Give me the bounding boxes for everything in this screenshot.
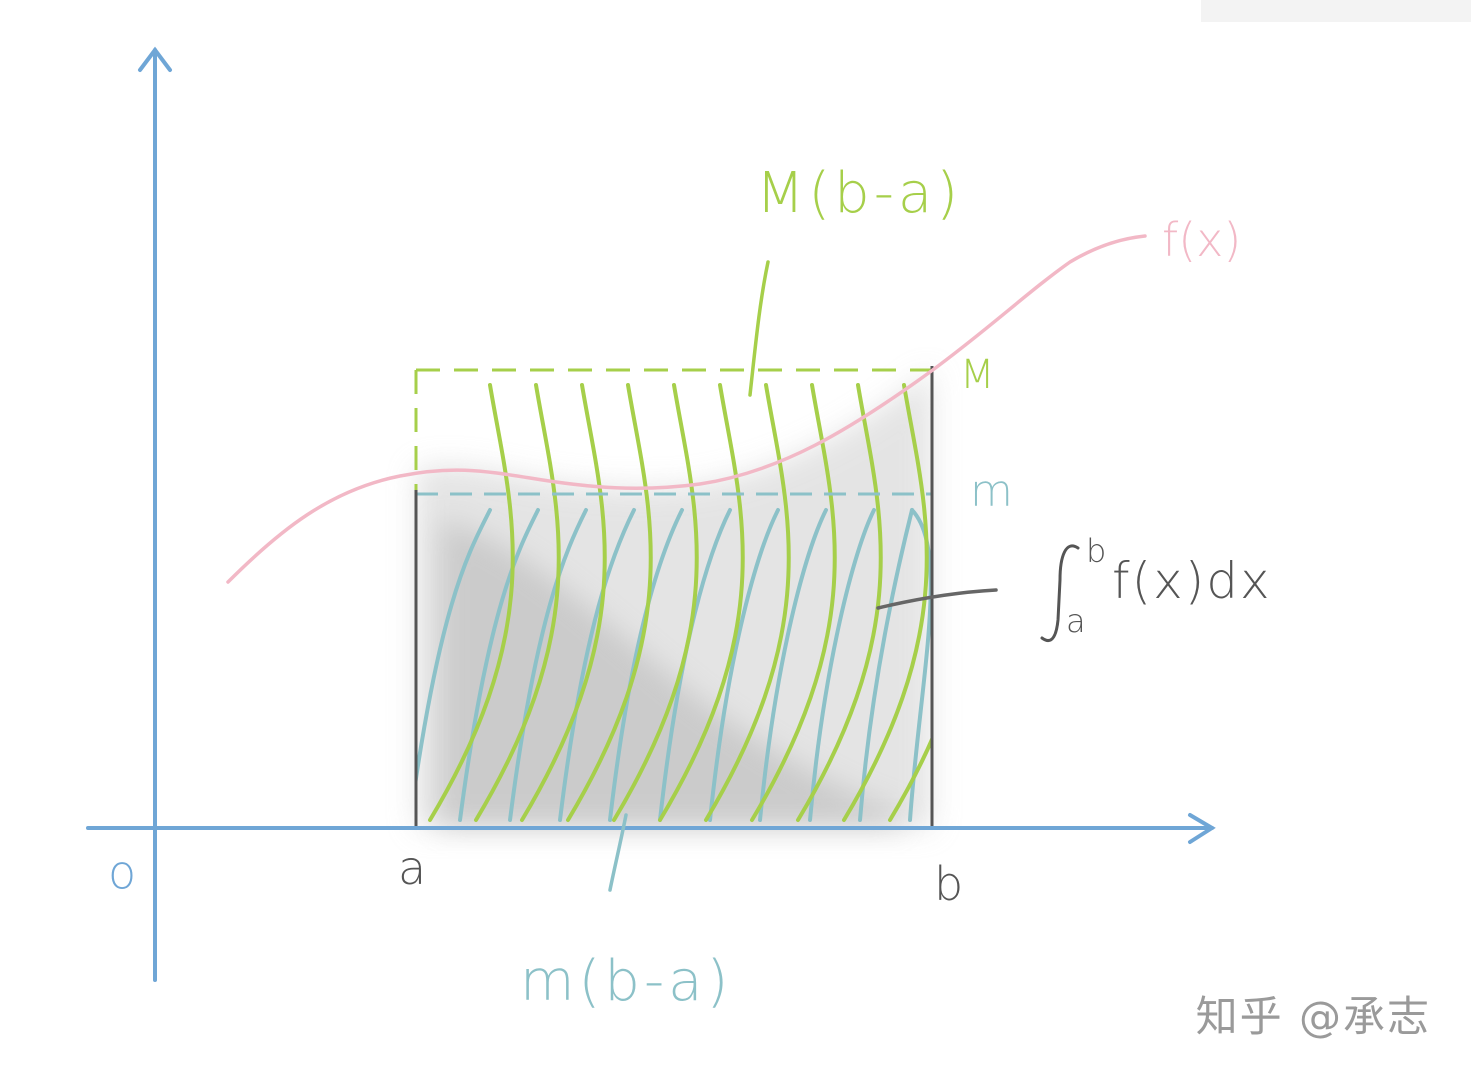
- integral-lower-limit: a: [1066, 602, 1086, 640]
- green-hatch-stroke: [566, 383, 653, 822]
- green-hatch-stroke: [520, 383, 607, 822]
- upper-area-leader: [748, 260, 770, 397]
- upper-rectangle-outline: [414, 368, 932, 490]
- upper-area-label: M(b-a): [756, 161, 962, 226]
- top-edge-bar: [1201, 0, 1471, 22]
- axes: [86, 46, 1216, 982]
- lower-area-leader: [608, 813, 628, 892]
- teal-hatch-stroke: [508, 508, 588, 822]
- lower-rectangle-hatch: [416, 508, 932, 822]
- origin-label: o: [108, 845, 136, 899]
- green-hatch-stroke: [428, 383, 515, 822]
- y-axis-arrow: [138, 46, 172, 72]
- b-label: b: [934, 857, 963, 911]
- green-hatch-stroke: [796, 383, 883, 822]
- integral-sign: [1040, 544, 1080, 643]
- teal-hatch-stroke: [808, 508, 876, 822]
- integral-upper-limit: b: [1086, 532, 1106, 570]
- green-hatch-stroke: [750, 383, 837, 822]
- green-hatch-stroke: [658, 383, 745, 822]
- x-axis-arrow: [1188, 813, 1216, 844]
- integral-shaded-area: [416, 370, 932, 828]
- green-hatch-stroke: [474, 383, 561, 822]
- green-hatch-stroke: [842, 383, 929, 822]
- teal-hatch-stroke: [708, 508, 780, 822]
- green-hatch-stroke: [936, 385, 1019, 820]
- fx-label: f(x): [1162, 213, 1241, 267]
- function-curve: [226, 234, 1147, 584]
- integral-expression: b a f(x)dx: [1040, 532, 1272, 643]
- leader-lines: [608, 260, 998, 892]
- integral-leader: [876, 588, 998, 610]
- teal-hatch-stroke: [858, 508, 914, 822]
- a-label: a: [398, 841, 426, 895]
- teal-hatch-stroke: [558, 508, 636, 822]
- teal-hatch-stroke: [416, 508, 492, 792]
- teal-hatch-stroke: [758, 508, 828, 822]
- lower-area-label: m(b-a): [520, 949, 732, 1014]
- green-hatch-stroke: [612, 383, 699, 822]
- integral-body: f(x)dx: [1112, 552, 1272, 610]
- m-label: m: [970, 466, 1013, 517]
- M-label: M: [960, 352, 995, 398]
- watermark: 知乎 @承志: [1195, 992, 1431, 1041]
- green-hatch-stroke: [704, 383, 791, 822]
- teal-hatch-stroke: [908, 508, 932, 822]
